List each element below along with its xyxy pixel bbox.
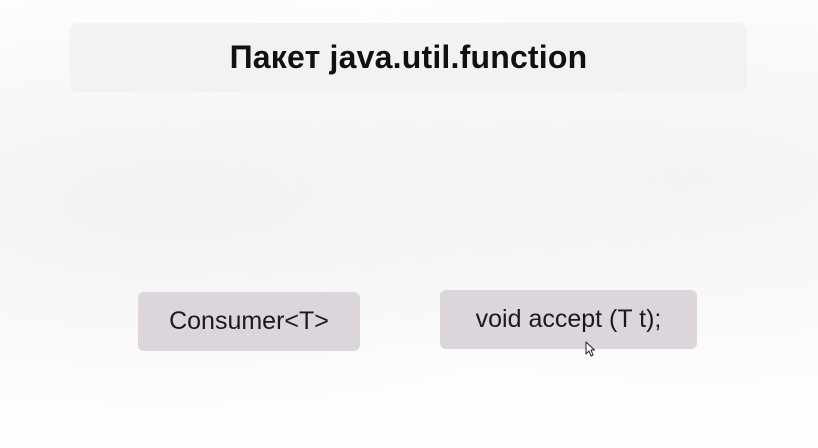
accept-method-box: void accept (T t); [440,290,697,349]
title-bar: Пакет java.util.function [70,23,747,92]
consumer-interface-box: Consumer<T> [138,292,360,351]
slide-title: Пакет java.util.function [229,39,588,75]
mouse-pointer-icon [585,341,595,357]
consumer-interface-label: Consumer<T> [169,307,329,335]
accept-method-label: void accept (T t); [475,305,662,333]
